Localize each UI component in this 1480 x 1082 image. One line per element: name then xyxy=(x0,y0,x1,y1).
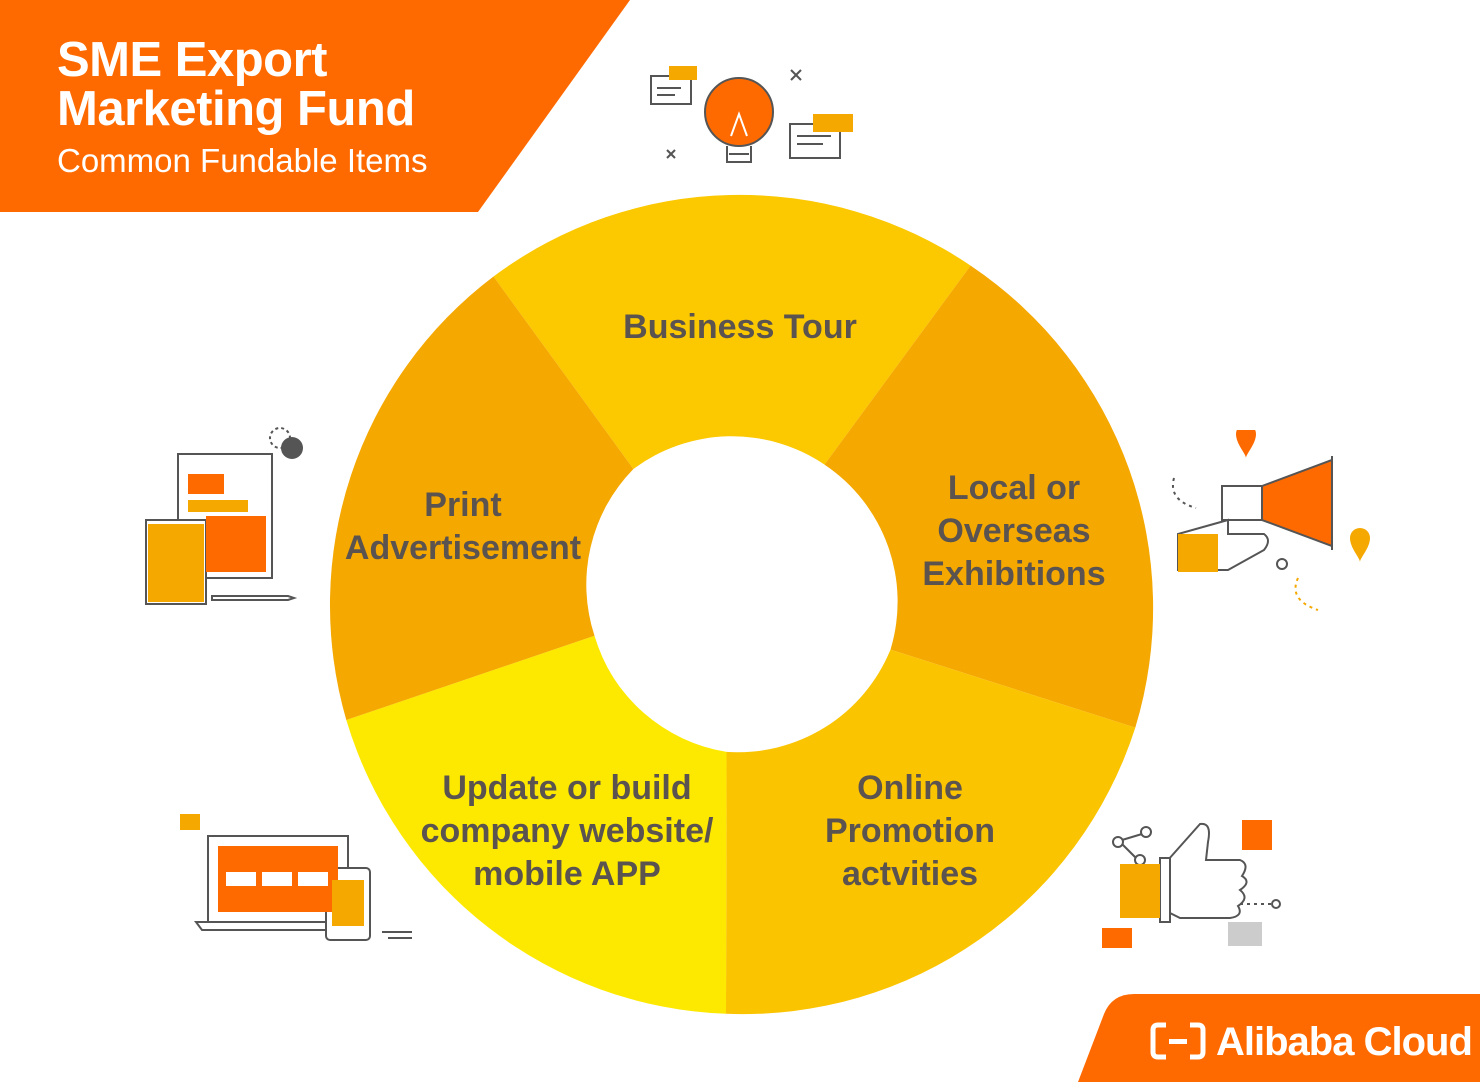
header-banner xyxy=(0,0,630,212)
page-subtitle: Common Fundable Items xyxy=(57,142,428,179)
brand-tab xyxy=(1078,994,1480,1082)
segment-label-website-app: Update or build company website/ mobile … xyxy=(420,769,714,893)
segment-label-exhibitions: Local or Overseas Exhibitions xyxy=(922,469,1106,593)
segment-label-online-promotion: Online Promotion actvities xyxy=(825,769,995,893)
print-layout-icon xyxy=(145,427,303,605)
segment-print-ad xyxy=(329,276,634,720)
segment-label-print-ad: Print Advertisement xyxy=(344,486,582,567)
segment-label-business-tour: Business Tour xyxy=(623,308,857,346)
brand-name: Alibaba Cloud xyxy=(1216,1020,1473,1064)
segment-website-app xyxy=(346,635,727,1014)
alibaba-cloud-logo-icon xyxy=(1150,1022,1206,1060)
megaphone-icon xyxy=(1172,430,1370,611)
page-title-line-2: Marketing Fund xyxy=(57,82,415,136)
lightbulb-icon xyxy=(650,66,853,163)
header-title-block: SME Export Marketing Fund Common Fundabl… xyxy=(57,36,428,178)
segment-online-promotion xyxy=(726,649,1136,1015)
segment-business-tour xyxy=(493,194,971,469)
segment-exhibitions xyxy=(824,265,1154,728)
page-title-line-1: SME Export xyxy=(57,33,327,87)
thumbs-up-icon xyxy=(1102,820,1281,948)
laptop-phone-icon xyxy=(180,814,412,941)
